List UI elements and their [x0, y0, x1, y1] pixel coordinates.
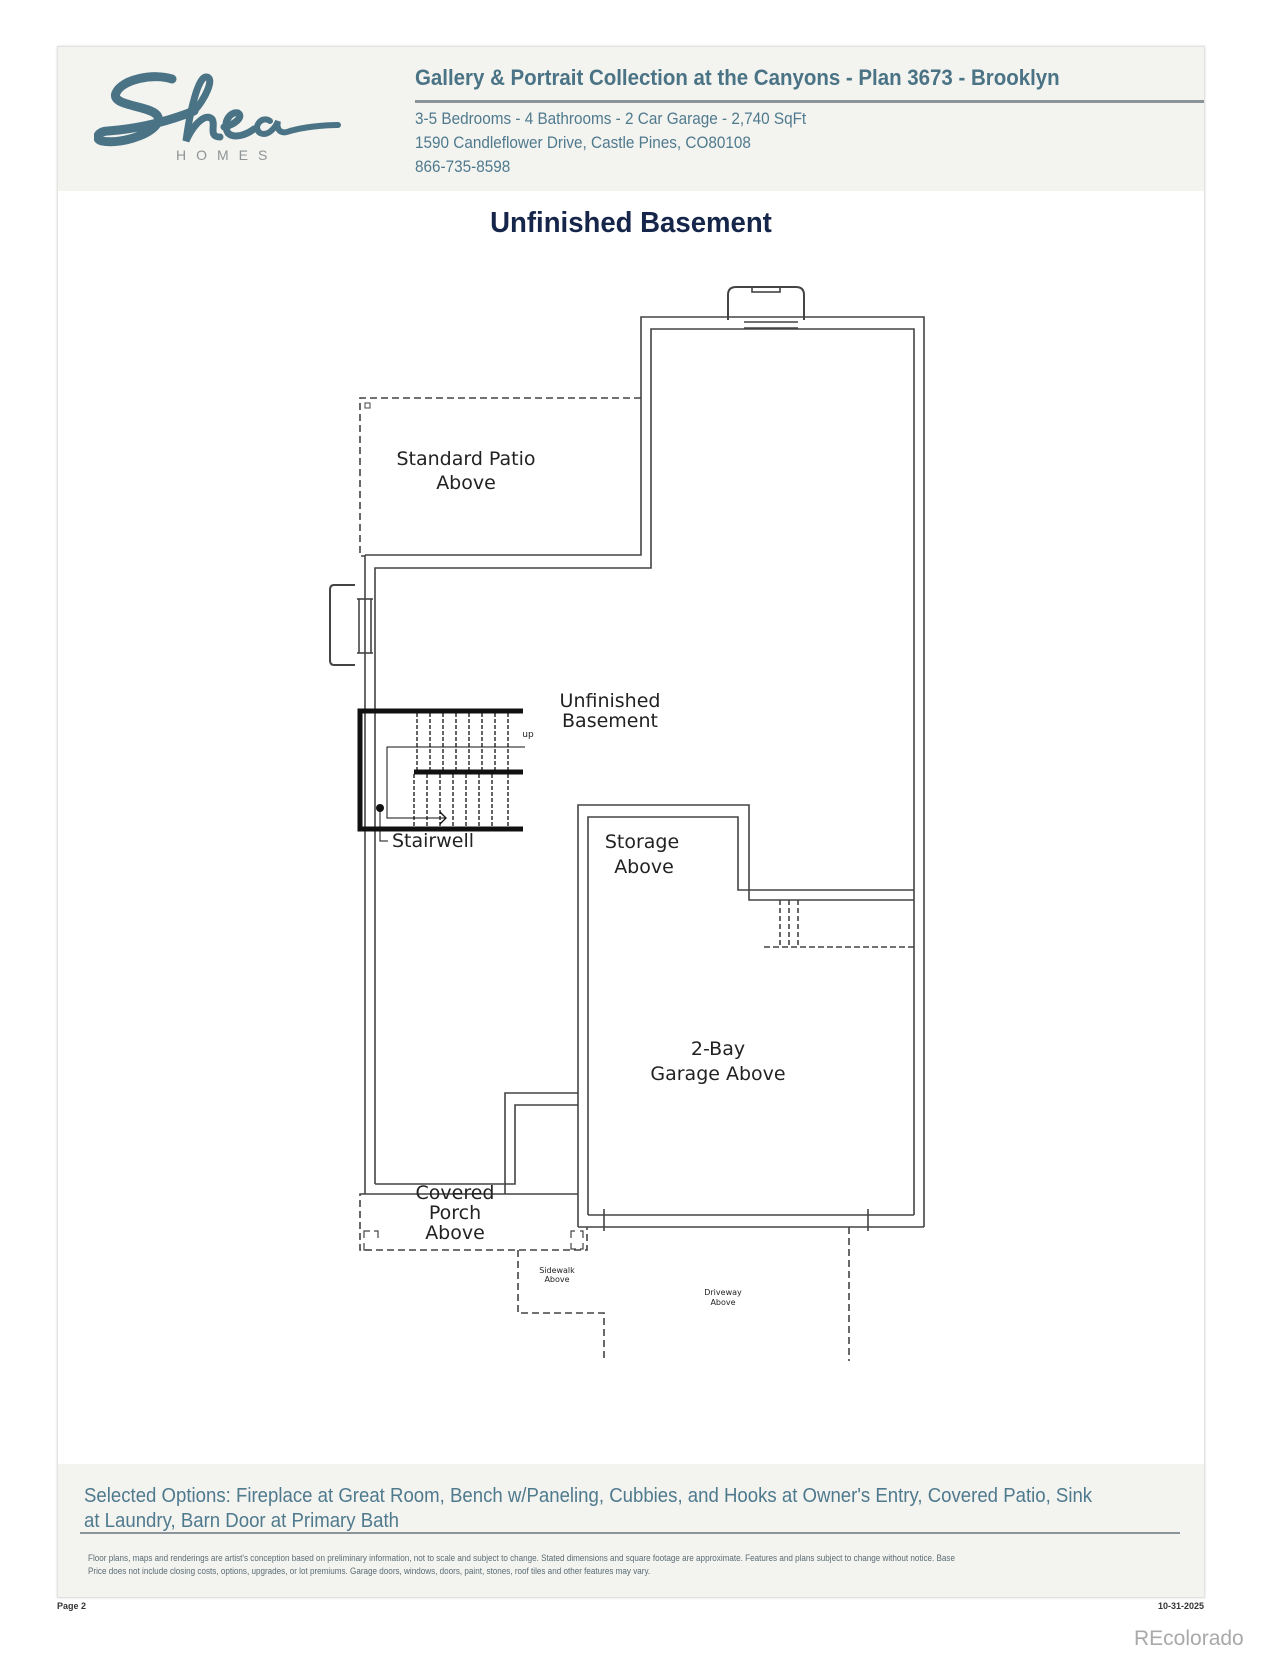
community-plan-title: Gallery & Portrait Collection at the Can… [415, 65, 1060, 90]
room-label-basement: Unfinished [560, 690, 661, 712]
floor-plan-page: HOMES Gallery & Portrait Collection at t… [57, 46, 1205, 1598]
room-label-patio: Standard Patio [396, 448, 535, 470]
footer-band: Selected Options: Fireplace at Great Roo… [58, 1464, 1204, 1597]
area-label-sidewalk: Sidewalk [539, 1266, 575, 1275]
svg-text:Basement: Basement [562, 710, 658, 732]
svg-text:Above: Above [544, 1275, 569, 1284]
shea-homes-logo: HOMES [94, 71, 344, 171]
footer-divider [80, 1532, 1180, 1534]
room-label-garage: 2-Bay [691, 1038, 745, 1060]
room-label-storage: Storage [605, 831, 679, 853]
page-number: Page 2 [57, 1601, 87, 1611]
disclaimer-line-2: Price does not include closing costs, op… [88, 1566, 651, 1576]
svg-text:Above: Above [614, 856, 674, 878]
disclaimer-line-1: Floor plans, maps and renderings are art… [88, 1553, 955, 1563]
home-specs: 3-5 Bedrooms - 4 Bathrooms - 2 Car Garag… [415, 109, 807, 128]
phone-number: 866-735-8598 [415, 157, 511, 176]
logo-homes-text: HOMES [176, 147, 278, 163]
document-date: 10-31-2025 [1158, 1601, 1205, 1611]
stairwell-drawing [357, 708, 525, 842]
header-band: HOMES Gallery & Portrait Collection at t… [58, 47, 1204, 191]
svg-text:Above: Above [710, 1298, 735, 1307]
disclaimer: Floor plans, maps and renderings are art… [88, 1552, 1168, 1578]
svg-text:Garage Above: Garage Above [650, 1063, 785, 1085]
recolorado-watermark: REcolorado [1134, 1627, 1244, 1650]
shea-script-icon [94, 72, 341, 147]
svg-text:Above: Above [425, 1222, 485, 1244]
svg-text:Above: Above [436, 472, 496, 494]
stair-up-label: up [522, 730, 534, 740]
room-label-stairwell: Stairwell [392, 830, 474, 852]
svg-text:Porch: Porch [429, 1202, 481, 1224]
header-divider [415, 100, 1204, 103]
area-label-driveway: Driveway [704, 1288, 742, 1297]
home-address: 1590 Candleflower Drive, Castle Pines, C… [415, 133, 751, 152]
room-label-porch: Covered [416, 1182, 495, 1204]
floor-plan-drawing: Standard Patio Above Unfinished Basement… [329, 286, 925, 1361]
selected-options: Selected Options: Fireplace at Great Roo… [84, 1485, 1093, 1532]
plan-level-title: Unfinished Basement [490, 207, 772, 239]
